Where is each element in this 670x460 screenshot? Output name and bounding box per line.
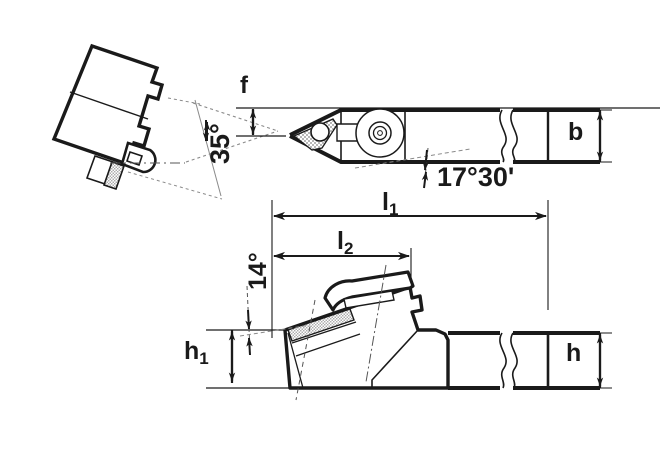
dimension-label-l2-sub: 2 bbox=[343, 238, 354, 258]
top-view-break-line-a bbox=[499, 109, 507, 163]
dimension-label-l2: l2 bbox=[337, 229, 353, 257]
dimension-label-l2-base: l bbox=[337, 227, 344, 255]
dimension-label-l1-base: l bbox=[382, 188, 389, 216]
dimension-label-h1-sub: 1 bbox=[199, 348, 209, 368]
side-view-head-shank-division bbox=[371, 329, 419, 388]
top-view-break-line-b bbox=[510, 109, 518, 163]
side-view-break-line-b bbox=[510, 332, 518, 389]
dimension-label-l1: l1 bbox=[382, 190, 398, 218]
top-view-group bbox=[236, 107, 660, 164]
angle-1730-arrow-up bbox=[421, 171, 429, 189]
angle-35-ext-line bbox=[194, 99, 222, 197]
side-view-pocket-edge bbox=[287, 332, 304, 389]
angle-14-arrow-up bbox=[246, 337, 253, 356]
angle-1730-group bbox=[354, 147, 471, 189]
top-view-insert-hole bbox=[310, 122, 330, 142]
dimension-label-l1-sub: 1 bbox=[388, 199, 399, 219]
dimension-label-h1: h1 bbox=[184, 339, 209, 367]
angle-14-group bbox=[239, 285, 311, 356]
angle-1730-leg bbox=[354, 148, 471, 169]
side-view-clamp-slot bbox=[343, 290, 395, 309]
side-view-centre-line-screw bbox=[365, 264, 387, 383]
angle-14-leg bbox=[239, 324, 311, 337]
dimension-label-f: f bbox=[240, 72, 248, 99]
side-view-clamp-arm bbox=[323, 270, 415, 312]
top-view-screw-hex bbox=[377, 130, 383, 136]
angle-label-14: 14° bbox=[244, 252, 272, 290]
side-view-shim-line bbox=[291, 321, 357, 344]
end-view-insert-hatched bbox=[102, 160, 126, 191]
side-view-seat-line bbox=[295, 333, 361, 357]
angle-14-ext-line bbox=[246, 285, 251, 351]
side-view-centre-line-insert bbox=[295, 299, 316, 401]
side-view-insert-hatched bbox=[287, 308, 355, 342]
end-view-split-line bbox=[69, 91, 149, 120]
angle-label-35: 35° bbox=[205, 123, 235, 164]
angle-14-arrow-down bbox=[245, 309, 252, 330]
angle-label-1730: 17°30' bbox=[437, 162, 515, 192]
dimension-label-h: h bbox=[566, 339, 582, 367]
angle-35-leg-upper bbox=[192, 102, 279, 132]
end-view-clamp-slot bbox=[125, 150, 144, 167]
side-view-break-line-a bbox=[499, 332, 507, 389]
dimension-label-b: b bbox=[568, 118, 584, 146]
side-view-group bbox=[206, 264, 612, 401]
end-view-group bbox=[51, 43, 223, 200]
end-view-projection-lower bbox=[127, 171, 223, 200]
dimension-label-h1-base: h bbox=[184, 337, 200, 365]
angle-1730-arrow-down bbox=[422, 149, 430, 171]
dimension-l1-group bbox=[271, 200, 549, 338]
